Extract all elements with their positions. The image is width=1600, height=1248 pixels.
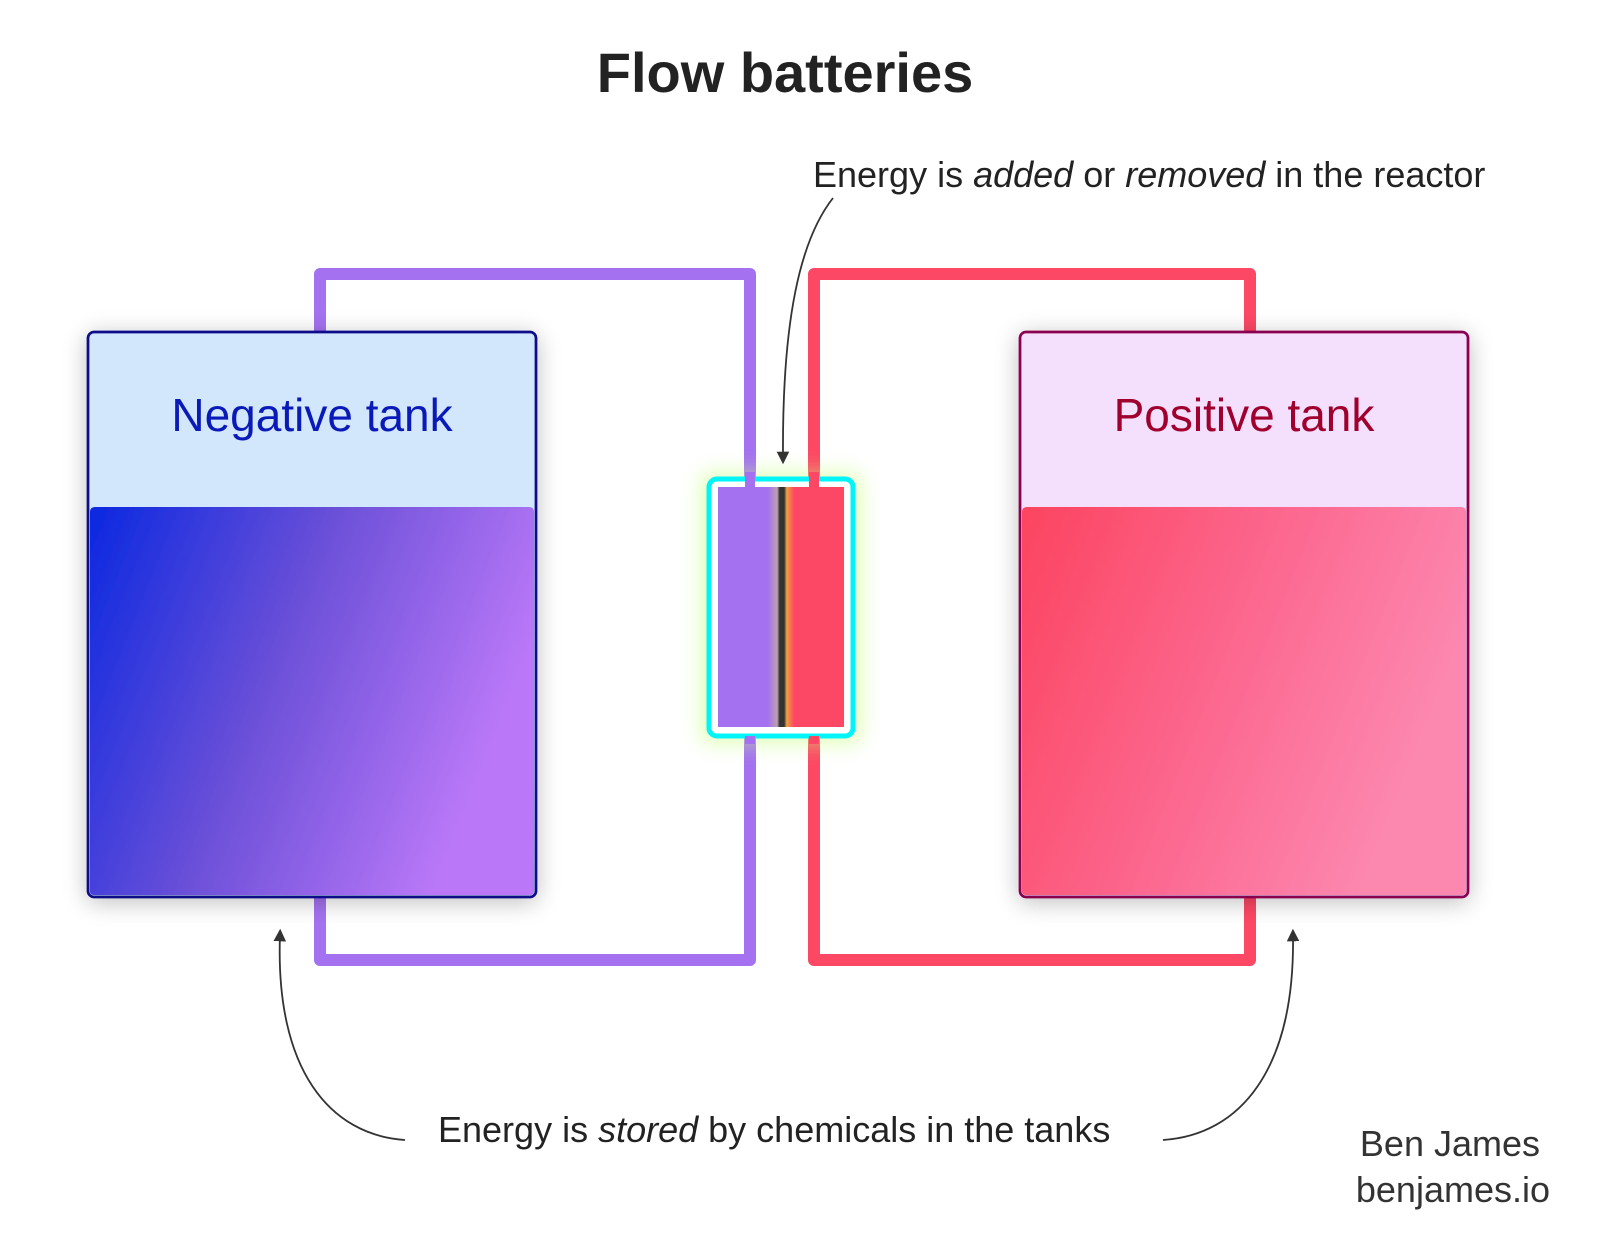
- tanks-annotation-prefix: Energy is: [438, 1109, 598, 1150]
- left-tank-arrow: [273, 928, 406, 1141]
- positive-tank: [1018, 330, 1470, 899]
- negative-tank-border: [86, 330, 538, 899]
- positive-tank-border: [1018, 330, 1470, 899]
- reactor-neg-pipe-stub: [745, 736, 755, 744]
- credit-site: benjames.io: [1356, 1169, 1550, 1210]
- positive-tank-fluid: [1022, 507, 1466, 895]
- reactor-annotation: Energy is added or removed in the reacto…: [813, 154, 1485, 195]
- tanks-annotation-suffix: by chemicals in the tanks: [698, 1109, 1110, 1150]
- tanks-annotation: Energy is stored by chemicals in the tan…: [438, 1109, 1110, 1150]
- diagram-title: Flow batteries: [597, 41, 974, 104]
- positive-tank-label: Positive tank: [1114, 389, 1376, 441]
- reactor-membrane: [768, 487, 794, 727]
- reactor-annotation-em-added: added: [973, 154, 1074, 195]
- reactor-pos-pipe-stub: [809, 736, 819, 744]
- right-tank-arrow: [1162, 928, 1300, 1141]
- reactor-annotation-prefix: Energy is: [813, 154, 973, 195]
- reactor-neg-pipe-top: [745, 472, 755, 487]
- reactor-annotation-mid: or: [1073, 154, 1125, 195]
- negative-tank-fluid: [90, 507, 534, 895]
- reactor-annotation-em-removed: removed: [1125, 154, 1266, 195]
- credit-name: Ben James: [1360, 1123, 1540, 1164]
- reactor-pos-pipe-top: [809, 472, 819, 487]
- negative-tank: [86, 330, 538, 899]
- reactor-negative-half: [718, 487, 776, 727]
- reactor-annotation-suffix: in the reactor: [1265, 154, 1485, 195]
- negative-tank-label: Negative tank: [171, 389, 453, 441]
- reactor-positive-half: [786, 487, 844, 727]
- reactor-arrow: [776, 197, 834, 465]
- tanks-annotation-em-stored: stored: [598, 1109, 699, 1150]
- reactor: [700, 472, 862, 744]
